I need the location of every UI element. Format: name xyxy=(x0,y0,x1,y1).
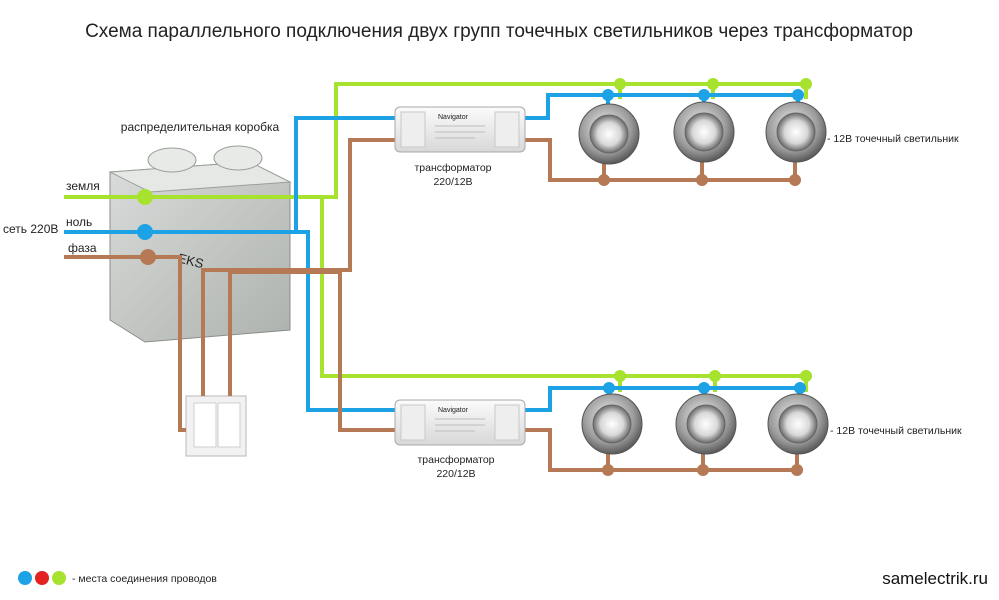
transformer-1-label-2: 220/12В xyxy=(433,176,472,188)
spotlight-icon xyxy=(765,101,827,163)
transformer-1: Navigator xyxy=(394,106,526,153)
transformer-2-label-1: трансформатор xyxy=(417,454,494,466)
lamp-group-1-label: - 12В точечный светильник xyxy=(827,133,959,145)
box-label: распределительная коробка xyxy=(121,120,280,134)
transformer-1-brand: Navigator xyxy=(438,114,469,121)
legend-dot-red xyxy=(35,571,49,585)
earth-label: земля xyxy=(66,179,100,193)
transformer-2-brand: Navigator xyxy=(438,407,469,414)
spotlight-icon xyxy=(675,393,737,455)
spotlight-icon xyxy=(767,393,829,455)
spotlight-icon xyxy=(673,101,735,163)
legend-dot-blue xyxy=(18,571,32,585)
neutral-label: ноль xyxy=(66,215,92,229)
lamp-group-2 xyxy=(581,393,829,455)
site-url: samelectrik.ru xyxy=(882,569,988,588)
switch xyxy=(185,395,247,457)
phase-label: фаза xyxy=(68,241,97,255)
transformer-2-label-2: 220/12В xyxy=(436,468,475,480)
diagram-title: Схема параллельного подключения двух гру… xyxy=(85,21,913,42)
spotlight-icon xyxy=(578,103,640,165)
transformer-2: Navigator xyxy=(394,399,526,446)
lamp-group-2-label: - 12В точечный светильник xyxy=(830,425,962,437)
legend-text: - места соединения проводов xyxy=(72,573,217,585)
legend: - места соединения проводов xyxy=(18,571,217,585)
box-brand: EKS xyxy=(176,250,205,271)
transformer-1-label-1: трансформатор xyxy=(414,162,491,174)
spotlight-icon xyxy=(581,393,643,455)
junction-points xyxy=(137,78,812,476)
network-label: сеть 220В xyxy=(3,222,58,236)
distribution-box: EKS xyxy=(108,145,292,343)
legend-dot-green xyxy=(52,571,66,585)
lamp-group-1 xyxy=(578,101,827,165)
